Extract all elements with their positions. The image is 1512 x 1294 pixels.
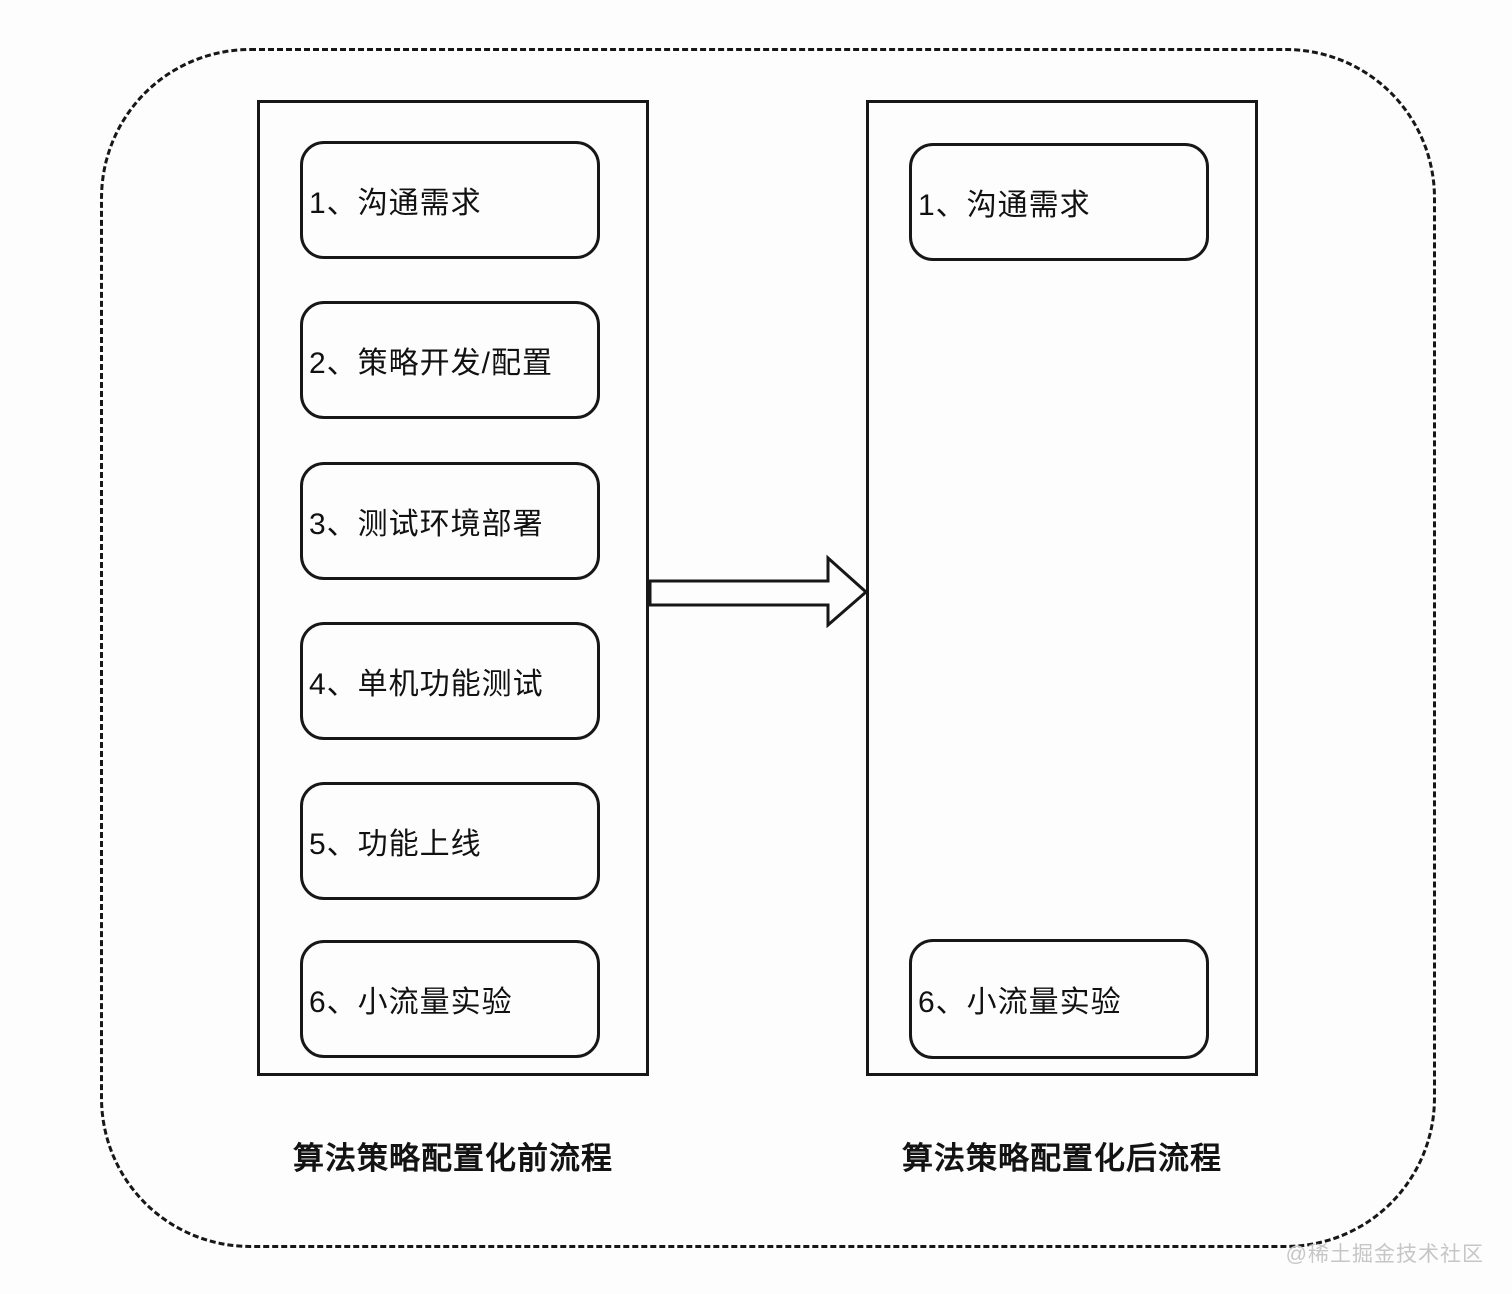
before-step-3: 3、测试环境部署 <box>300 462 600 580</box>
watermark-text: @稀土掘金技术社区 <box>1285 1243 1484 1266</box>
before-step-5: 5、功能上线 <box>300 782 600 900</box>
outer-dashed-border <box>100 48 1436 1248</box>
before-flow-panel: 1、沟通需求 2、策略开发/配置 3、测试环境部署 4、单机功能测试 5、功能上… <box>257 100 649 1076</box>
before-flow-caption: 算法策略配置化前流程 <box>293 1141 613 1176</box>
before-step-2: 2、策略开发/配置 <box>300 301 600 419</box>
before-step-4: 4、单机功能测试 <box>300 622 600 740</box>
before-step-6: 6、小流量实验 <box>300 940 600 1058</box>
after-flow-panel: 1、沟通需求 6、小流量实验 <box>866 100 1258 1076</box>
flow-arrow-icon <box>648 554 870 629</box>
before-step-1: 1、沟通需求 <box>300 141 600 259</box>
after-flow-caption: 算法策略配置化后流程 <box>902 1141 1222 1176</box>
after-step-6: 6、小流量实验 <box>909 939 1209 1059</box>
after-step-1: 1、沟通需求 <box>909 143 1209 261</box>
